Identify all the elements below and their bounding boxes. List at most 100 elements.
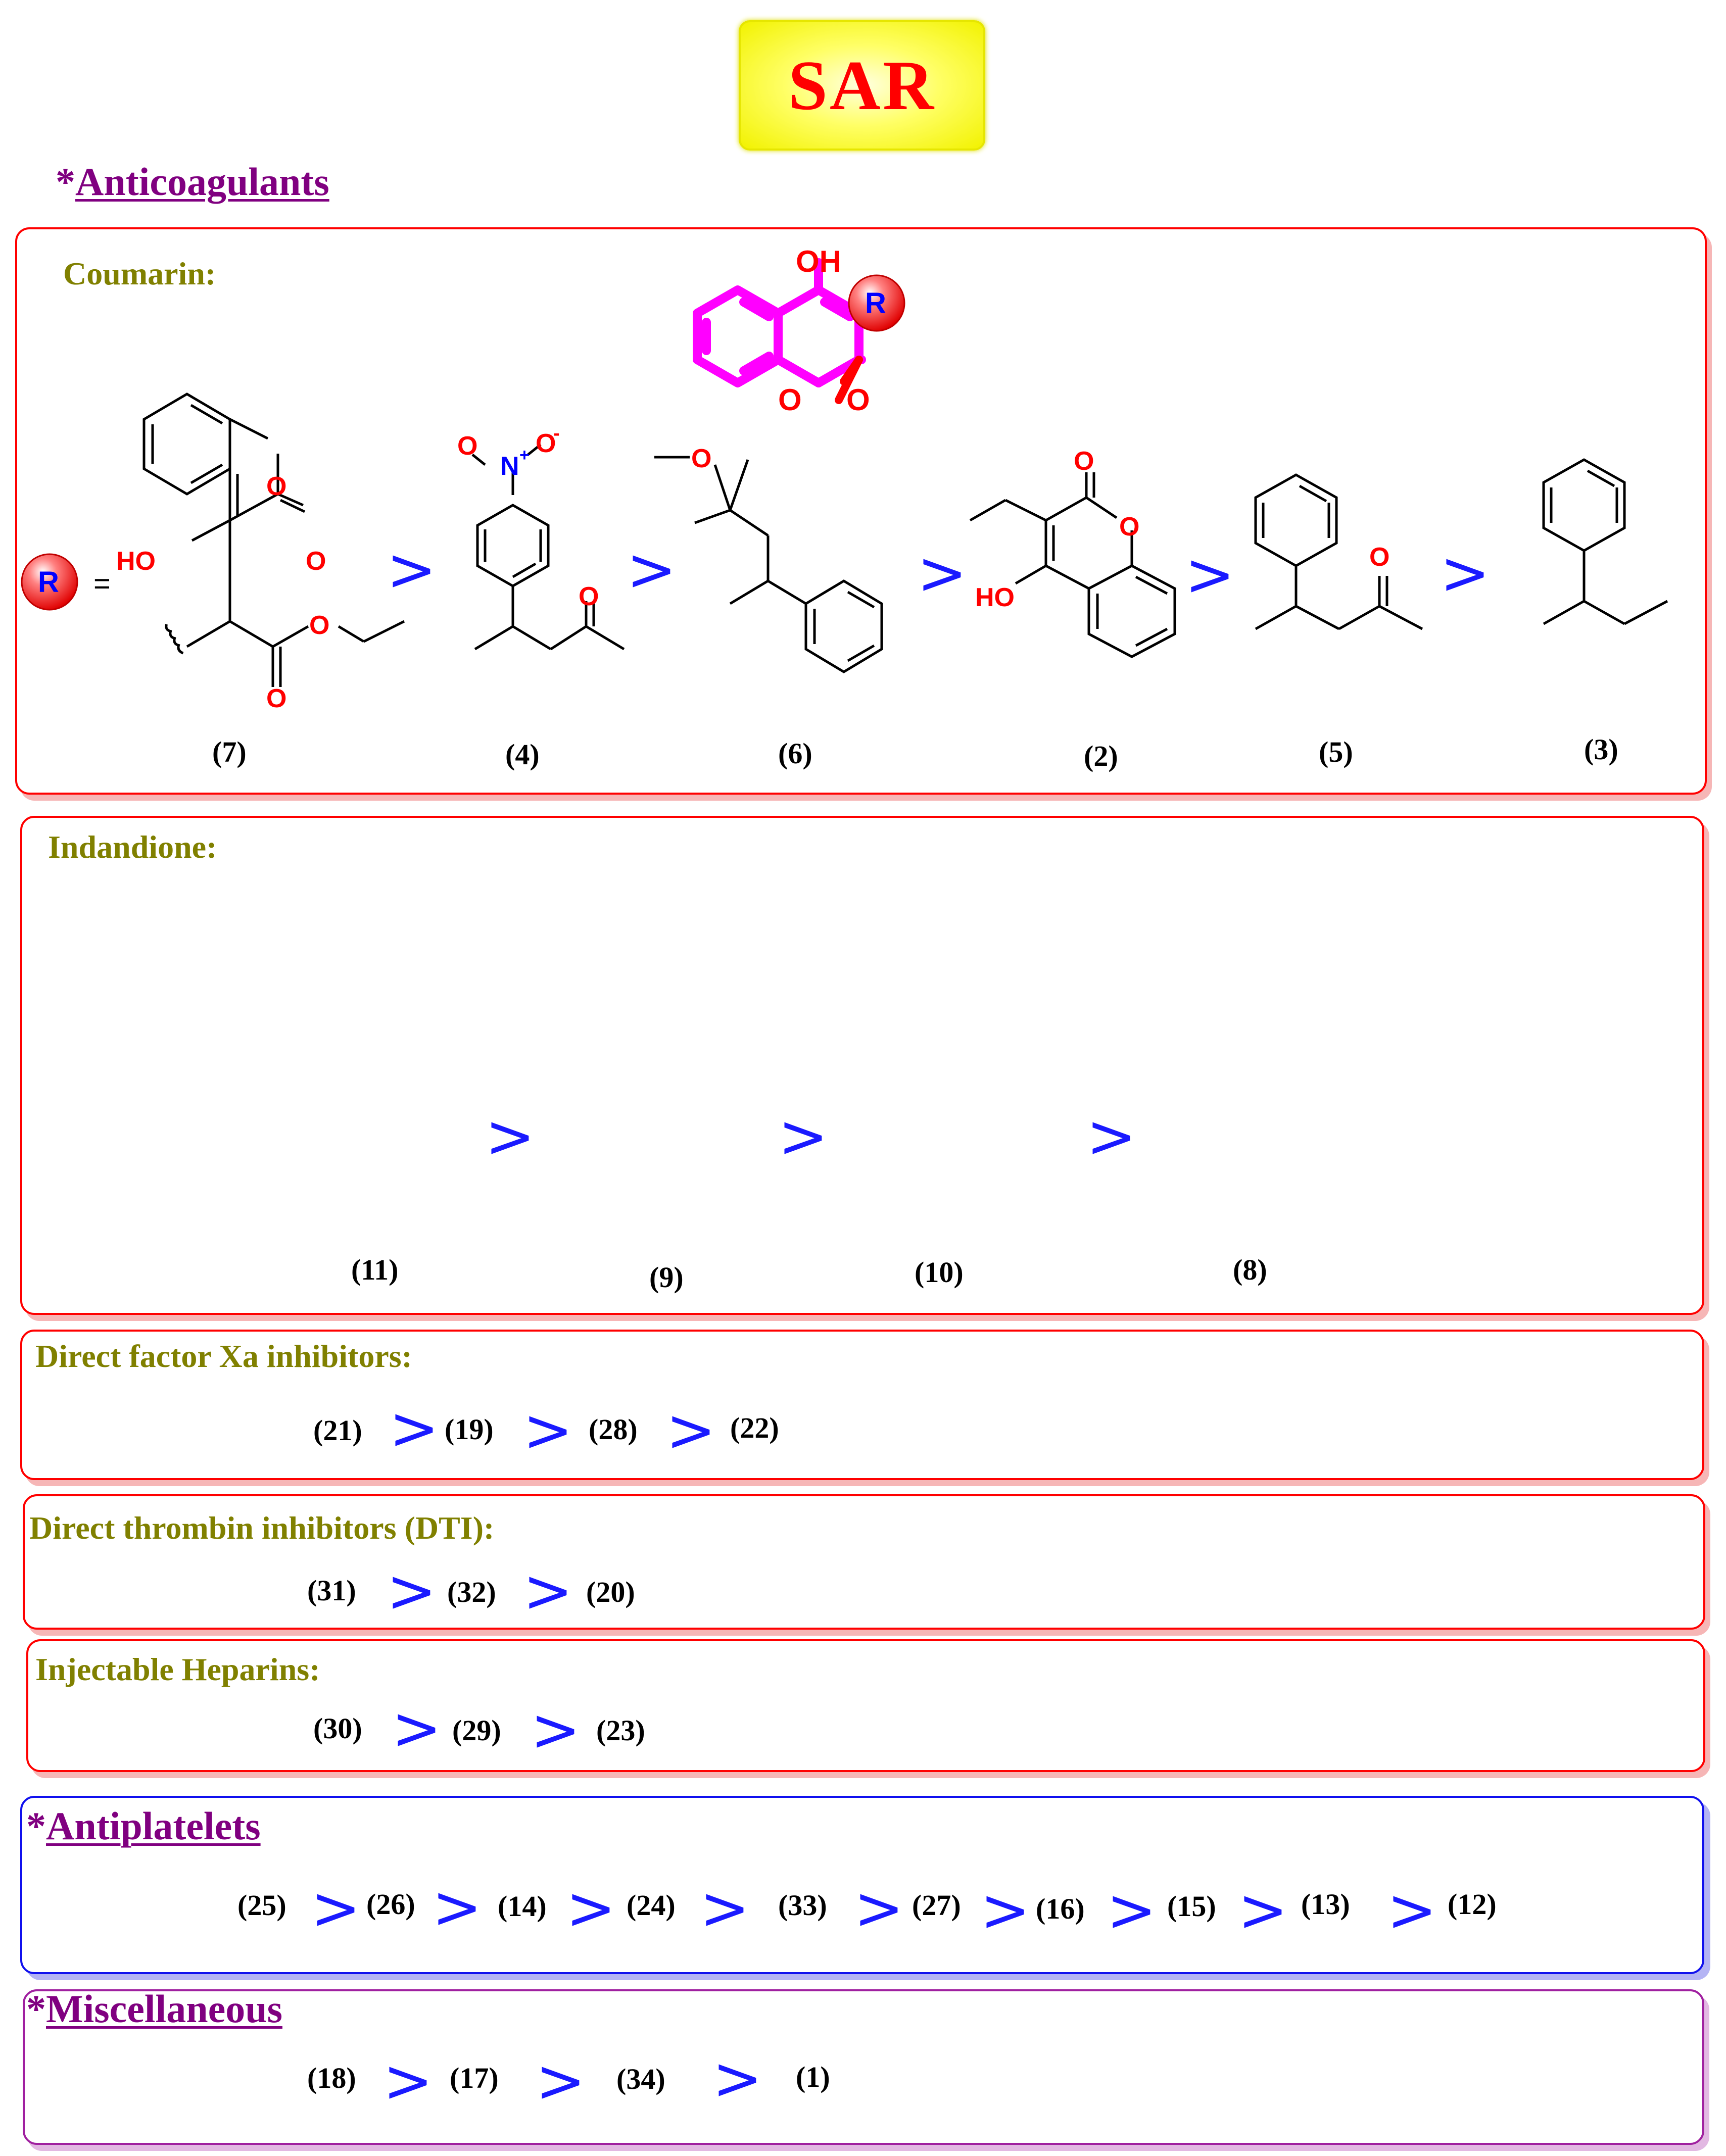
- antiplatelets-item-1: (25): [237, 1889, 286, 1922]
- compound-2-ring-o: O: [1119, 512, 1139, 542]
- heparins-gt-2: >: [531, 1695, 581, 1765]
- heparins-heading: Injectable Heparins:: [35, 1651, 320, 1687]
- coumarin-core-ring-o: O: [778, 383, 802, 417]
- factor-xa-item-2: (19): [445, 1413, 494, 1446]
- coumarin-r-ball: [21, 553, 78, 611]
- compound-11-label: (11): [351, 1253, 399, 1286]
- coumarin-gt-4: >: [1185, 540, 1235, 609]
- compound-5-carbonyl-o: O: [1369, 543, 1389, 572]
- heparins-gt-1: >: [392, 1693, 442, 1763]
- compound-4-nitro-o1: O: [457, 431, 477, 461]
- miscellaneous-panel: [23, 1989, 1704, 2145]
- miscellaneous-gt-2: >: [536, 2046, 586, 2116]
- antiplatelets-star: *: [26, 1804, 46, 1848]
- miscellaneous-item-4: (1): [796, 2061, 830, 2093]
- miscellaneous-gt-3: >: [712, 2043, 762, 2113]
- coumarin-gt-1: >: [387, 534, 437, 604]
- factor-xa-gt-3: >: [666, 1395, 716, 1465]
- antiplatelets-label: Antiplatelets: [46, 1804, 261, 1848]
- compound-7-ester-o: O: [309, 611, 329, 640]
- compound-5-structure: [1254, 473, 1423, 630]
- indandione-heading: Indandione:: [48, 829, 217, 865]
- factor-xa-gt-2: >: [523, 1395, 573, 1465]
- antiplatelets-item-4: (24): [627, 1889, 676, 1922]
- compound-4-nitro-o2: O: [536, 429, 556, 458]
- coumarin-core-r-ball: [848, 274, 905, 332]
- compound-6-label: (6): [778, 737, 812, 770]
- antiplatelets-item-10: (12): [1448, 1888, 1497, 1921]
- heparins-item-1: (30): [313, 1712, 362, 1745]
- compound-4-nitro-minus: -: [553, 423, 560, 444]
- compound-3-label: (3): [1584, 733, 1618, 766]
- anticoagulants-heading: *Anticoagulants: [56, 159, 329, 205]
- compound-4-label: (4): [505, 738, 540, 771]
- compound-7-ester-carbonyl-o: O: [266, 684, 286, 713]
- compound-2-structure: [969, 472, 1176, 658]
- coumarin-heading: Coumarin:: [63, 256, 216, 291]
- indandione-gt-2: >: [778, 1101, 828, 1171]
- antiplatelets-gt-2: >: [432, 1872, 482, 1942]
- page-title: SAR: [788, 46, 936, 125]
- coumarin-core-carbonyl-o: O: [846, 383, 870, 417]
- antiplatelets-panel: [20, 1796, 1704, 1974]
- antiplatelets-gt-7: >: [1107, 1875, 1157, 1945]
- factor-xa-item-1: (21): [313, 1414, 362, 1447]
- coumarin-gt-2: >: [627, 534, 677, 604]
- compound-7-ring-o: O: [266, 472, 286, 501]
- factor-xa-item-4: (22): [730, 1411, 779, 1444]
- compound-7-label: (7): [212, 736, 247, 768]
- factor-xa-heading: Direct factor Xa inhibitors:: [35, 1338, 412, 1374]
- antiplatelets-item-7: (16): [1036, 1892, 1085, 1925]
- miscellaneous-item-2: (17): [450, 2062, 499, 2094]
- compound-10-label: (10): [915, 1256, 964, 1289]
- antiplatelets-gt-9: >: [1387, 1875, 1437, 1945]
- antiplatelets-item-8: (15): [1167, 1890, 1216, 1923]
- heparins-panel: [26, 1639, 1705, 1772]
- antiplatelets-gt-6: >: [980, 1875, 1030, 1945]
- miscellaneous-star: *: [26, 1987, 46, 2031]
- compound-9-label: (9): [649, 1261, 684, 1294]
- compound-2-label: (2): [1084, 740, 1118, 772]
- compound-2-carbonyl-o: O: [1074, 447, 1094, 476]
- factor-xa-panel: [20, 1330, 1704, 1480]
- title-box: SAR: [739, 20, 985, 151]
- anticoagulants-star: *: [56, 160, 75, 204]
- compound-4-structure: [471, 444, 625, 651]
- coumarin-gt-3: >: [917, 538, 967, 608]
- miscellaneous-item-1: (18): [307, 2062, 356, 2094]
- compound-6-structure: [654, 456, 883, 673]
- compound-5-label: (5): [1319, 736, 1353, 768]
- compound-8-label: (8): [1233, 1253, 1267, 1286]
- miscellaneous-gt-1: >: [383, 2046, 433, 2116]
- coumarin-r-label: R: [38, 566, 59, 599]
- thrombin-item-2: (32): [447, 1576, 496, 1608]
- factor-xa-item-3: (28): [589, 1413, 638, 1446]
- antiplatelets-gt-8: >: [1238, 1875, 1288, 1945]
- coumarin-r-equals: =: [93, 567, 111, 600]
- coumarin-core-r-label: R: [865, 287, 886, 320]
- indandione-gt-1: >: [485, 1101, 535, 1171]
- compound-6-ether-o: O: [691, 444, 711, 473]
- miscellaneous-label: Miscellaneous: [46, 1987, 282, 2031]
- thrombin-gt-1: >: [387, 1556, 437, 1626]
- thrombin-item-1: (31): [307, 1574, 356, 1607]
- thrombin-panel: [23, 1494, 1705, 1630]
- antiplatelets-heading: *Antiplatelets: [26, 1803, 261, 1849]
- thrombin-item-3: (20): [586, 1576, 635, 1608]
- antiplatelets-item-9: (13): [1301, 1888, 1350, 1921]
- antiplatelets-item-5: (33): [778, 1889, 827, 1922]
- compound-7-carbonyl-o: O: [306, 547, 326, 576]
- antiplatelets-item-6: (27): [912, 1889, 961, 1922]
- factor-xa-gt-1: >: [389, 1393, 439, 1463]
- compound-3-structure: [1542, 458, 1668, 625]
- indandione-panel: [20, 816, 1704, 1315]
- compound-7-structure: [142, 393, 405, 687]
- compound-2-ho: HO: [975, 583, 1015, 612]
- thrombin-heading: Direct thrombin inhibitors (DTI):: [29, 1510, 495, 1546]
- compound-4-carbonyl-o: O: [579, 582, 599, 611]
- heparins-item-3: (23): [596, 1714, 645, 1747]
- thrombin-gt-2: >: [523, 1556, 573, 1626]
- miscellaneous-heading: *Miscellaneous: [26, 1986, 282, 2032]
- coumarin-core-oh: OH: [796, 244, 841, 278]
- miscellaneous-item-3: (34): [616, 2063, 665, 2095]
